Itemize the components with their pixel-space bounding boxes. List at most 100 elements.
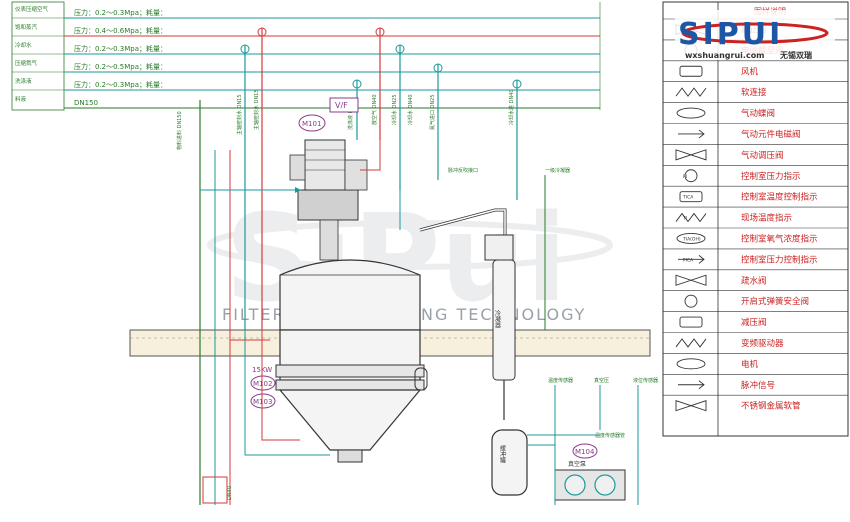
pneumatic-solenoid-valve-icon [678,129,705,139]
legend-row: 开启式弹簧安全阀 [663,290,848,308]
steam-trap-icon [675,274,707,286]
legend-tag: TIA(OH) [682,236,701,242]
legend-tag: TICA [682,195,694,201]
svg-text:温度传感器: 温度传感器 [548,377,573,384]
pulse-filter-pipe: 脉冲反吹接口 一级冷凝器 [419,167,570,330]
legend-row: 减压阀 [663,311,848,328]
svg-text:脉冲反吹接口: 脉冲反吹接口 [448,167,478,174]
utility-name: 料液 [15,95,27,103]
svg-text:液位传感器: 液位传感器 [633,377,658,384]
buffer-tank: 缓冲罐 [491,429,528,496]
legend-label: 疏水阀 [741,275,767,286]
spring-safety-valve-icon [684,294,698,308]
legend-label: 控制室压力控制指示 [741,254,818,265]
legend-row: 脉冲信号 [663,373,848,391]
utility-spec: 压力：0.2～0.3Mpa；耗量： [74,8,167,17]
riser-label-3: 放空气 DN40 [371,94,378,125]
legend-label: 变频驱动器 [741,338,784,349]
pump-piping [527,385,639,505]
utility-spec: 压力：0.2～0.3Mpa；耗量： [74,80,167,89]
bottom-trap: DN40 [202,476,233,504]
pneumatic-butterfly-valve-icon [676,107,706,119]
pressure-control-indicator-icon: PICA [678,254,705,264]
legend-row: 气动蝶阀 [663,102,848,119]
utility-name: 洗涤液 [15,77,32,85]
oxygen-indicator-icon: TIA(OH) [676,232,706,244]
svg-text:温度传感器管: 温度传感器管 [595,432,625,439]
utility-row: 仪表压缩空气 压力：0.2～0.3Mpa；耗量： [15,5,600,19]
riser-label-1: 主轴密封水 DN15 [236,94,243,135]
legend-label: 开启式弹簧安全阀 [741,296,809,307]
svg-text:DN40: DN40 [227,486,233,500]
svg-text:M102: M102 [253,380,272,388]
riser-label-4: 冷却水 DN25 [391,94,398,125]
motor-tag-m104: M104 [572,443,598,459]
legend-row: 气动元件电磁阀 [663,123,848,140]
motor-tag-m103: M103 [250,393,276,409]
legend-label: 现场温度指示 [741,213,792,224]
legend-label: 气动蝶阀 [741,108,775,119]
legend-label: 脉冲信号 [741,380,775,391]
svg-text:M104: M104 [575,448,595,456]
legend-label: 不锈钢金属软管 [741,401,801,412]
vessel-connections [200,140,401,456]
pulse-signal-icon [678,380,705,390]
legend-tag: TI [682,216,687,222]
utility-header: 仪表压缩空气压力：0.2～0.3Mpa；耗量：饱和蒸汽压力：0.4～0.6Mpa… [11,1,601,111]
pressure-indicator-icon: PI [683,169,698,183]
legend-tag: PICA [683,257,694,263]
utility-name: 仪表压缩空气 [15,5,49,13]
svg-text:M103: M103 [253,398,272,406]
svg-text:缓冲罐: 缓冲罐 [499,444,506,464]
feed-line-label: 物料进料 DN150 [176,111,183,150]
vfd-box: V/F [329,97,359,113]
legend-panel: 图样说明 截止阀电磁截至阀风机软连接气动蝶阀气动元件电磁阀气动调压阀PI控制室压… [662,1,849,437]
legend-row: 疏水阀 [663,269,848,286]
utility-spec: 压力：0.2～0.5Mpa；耗量： [74,62,167,71]
utility-row: 压缩氮气压力：0.2～0.5Mpa；耗量： [12,53,600,73]
pressure-reducing-valve-icon [679,316,703,328]
legend-label: 风机 [741,66,759,77]
svg-text:V/F: V/F [335,101,348,110]
svg-text:一级冷凝器: 一级冷凝器 [545,167,570,174]
legend-tag: PI [683,174,687,180]
riser-label-6: 氮气进口 DN25 [429,94,436,130]
utility-spec: 压力：0.2～0.3Mpa；耗量： [74,44,167,53]
riser-label-2: 主轴密封水 DN15 [253,89,260,130]
legend-row: TI 现场温度指示 [663,206,848,224]
legend-row: PICA 控制室压力控制指示 [663,248,848,265]
legend-row: 电机 [663,353,848,370]
riser-labels: 物料进料 DN150 主轴密封水 DN15 主轴密封水 DN15 放空气 DN4… [176,89,515,150]
legend-label: 控制室氧气浓度指示 [741,233,818,244]
svg-text:真空泵: 真空泵 [568,460,586,468]
company-logo: SIPUI wxshuangrui.com 无锡双瑞 [675,10,835,60]
svg-text:冷凝器: 冷凝器 [494,309,501,329]
temp-control-indicator-icon: TICA [679,191,703,203]
utility-spec: DN150 [74,99,98,107]
pump-side-labels: 温度传感器 真空压 液位传感器 温度传感器管 [548,377,658,439]
legend-row: 气动调压阀 [663,144,848,161]
legend-label: 气动元件电磁阀 [741,129,801,140]
condenser-column: 冷凝器 [492,259,516,420]
legend-row: 风机 [663,60,848,77]
svg-text:M101: M101 [302,120,321,128]
utility-spec: 压力：0.4～0.6Mpa；耗量： [74,26,167,35]
riser-label-5: 冷却水 DN40 [407,94,414,125]
legend-row: 变频驱动器 [663,332,848,349]
utility-row: 冷却水压力：0.2～0.3Mpa；耗量： [12,35,600,55]
utility-row: 洗涤液 压力：0.2～0.3Mpa；耗量： [12,71,600,91]
legend-row: PI 控制室压力指示 [663,165,848,183]
legend-label: 气动调压阀 [741,150,784,161]
riser-label-8: 冷却水进 DN40 [508,89,515,125]
filter-dryer-vessel [275,259,428,463]
legend-label: 软连接 [741,87,767,98]
svg-text:真空压: 真空压 [594,377,609,384]
vfd-icon [675,338,707,348]
flexible-joint-icon [675,87,707,97]
ss-hose-icon [675,400,707,412]
legend-label: 控制室压力指示 [741,171,801,182]
fan-icon [679,65,703,77]
pneumatic-regulator-icon [675,149,707,161]
